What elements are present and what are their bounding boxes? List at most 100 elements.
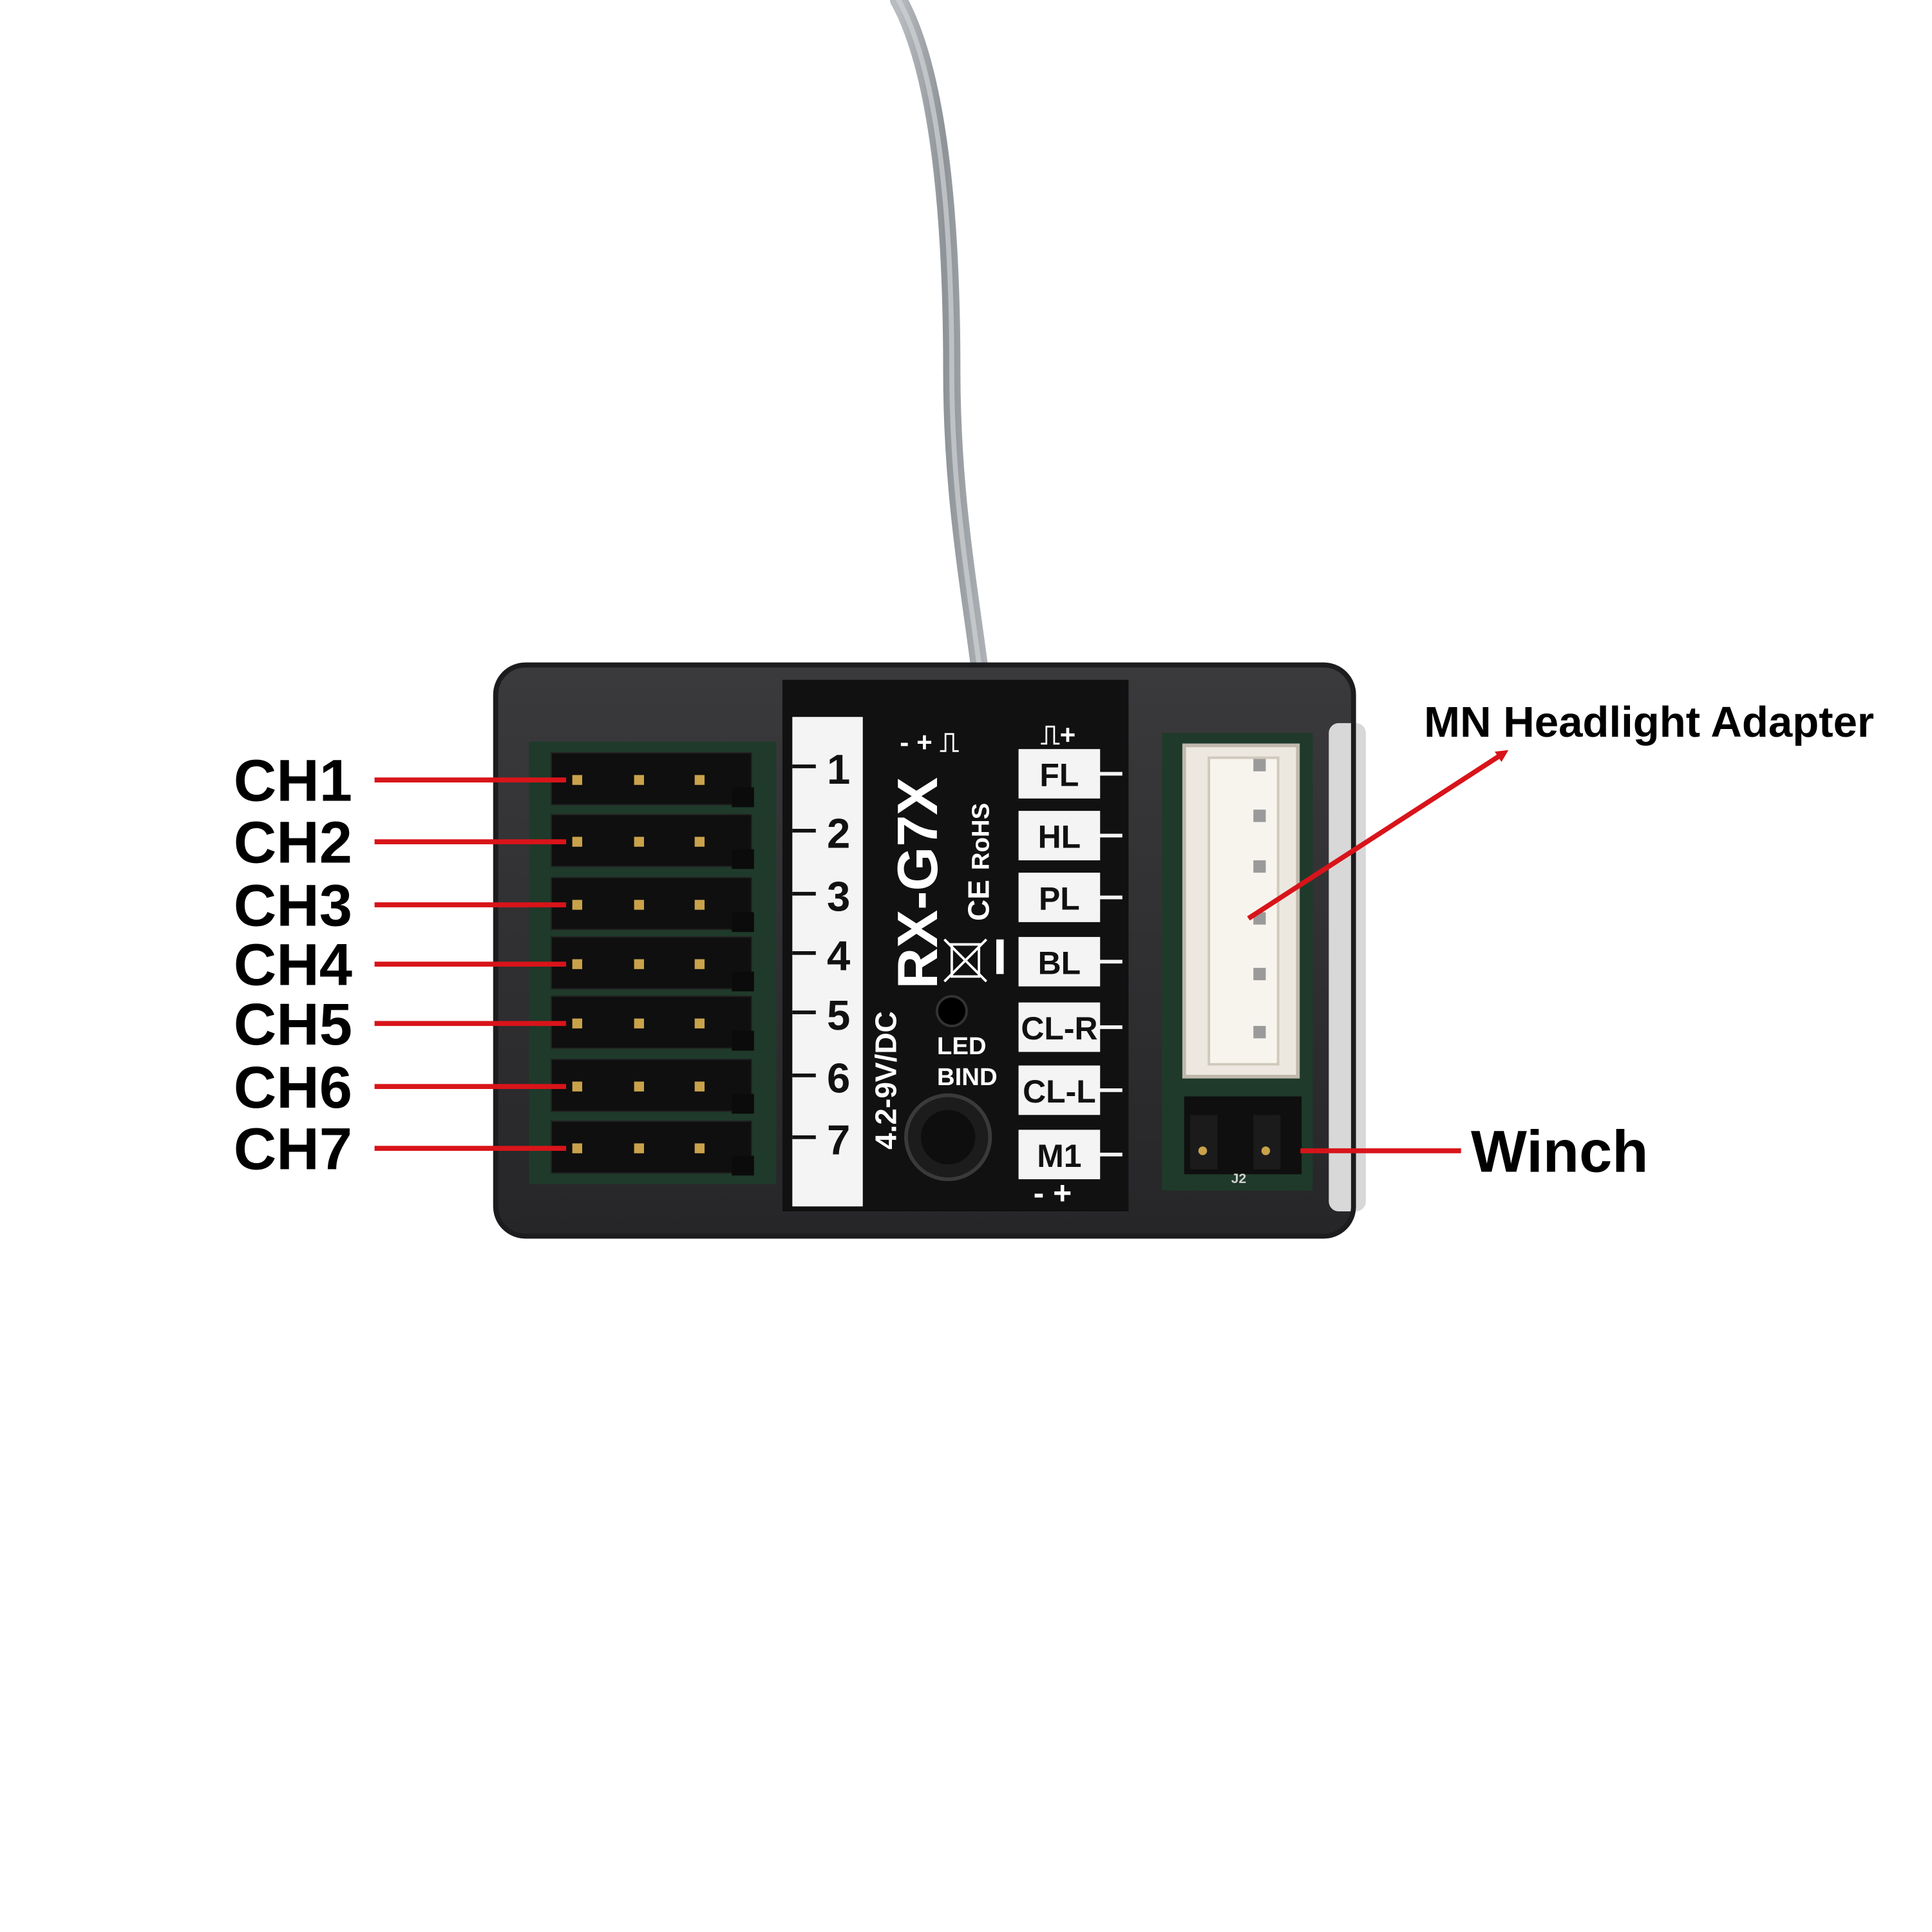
- led-label: LED: [937, 1032, 987, 1060]
- servo-pin: [572, 1143, 583, 1153]
- channel-callout-label: CH6: [234, 1054, 352, 1121]
- adapter-pin: [1253, 759, 1266, 772]
- adapter-pin: [1253, 860, 1266, 873]
- servo-pin: [572, 1018, 583, 1028]
- servo-pin: [634, 837, 645, 847]
- bind-button-inner: [920, 1110, 976, 1165]
- servo-row-key: [732, 971, 754, 992]
- servo-pin: [634, 1081, 645, 1092]
- adapter-pin: [1253, 967, 1266, 981]
- connector-ref: J2: [1231, 1171, 1246, 1186]
- servo-row-key: [732, 1030, 754, 1051]
- minus-bar-mark: [996, 939, 1004, 974]
- servo-pin: [634, 1018, 645, 1028]
- servo-pin: [572, 837, 583, 847]
- servo-row[interactable]: [551, 996, 752, 1049]
- channel-callout-label: CH7: [234, 1116, 352, 1182]
- light-port-label: CL-L: [1023, 1074, 1096, 1110]
- light-port-box: [1018, 749, 1101, 799]
- crossed-bin-icon: [943, 938, 988, 983]
- servo-pin: [694, 1081, 705, 1092]
- channel-number: 2: [827, 810, 850, 857]
- housing-outline: [493, 662, 1356, 1239]
- channel-number: 6: [827, 1055, 850, 1102]
- rohs-label: RoHS: [967, 803, 995, 870]
- voltage-label: 4.2-9V/DC: [869, 1011, 903, 1150]
- ce-mark: CE: [962, 880, 996, 921]
- servo-row[interactable]: [551, 876, 752, 931]
- winch-pin-gold-1: [1198, 1146, 1208, 1155]
- housing-side-shadow: [1329, 723, 1366, 1211]
- model-label: RX-G7X: [886, 777, 949, 989]
- headlight-adapter-callout: MN Headlight Adapter: [1424, 698, 1874, 746]
- winch-pin-left: [1190, 1115, 1218, 1170]
- servo-row[interactable]: [551, 1058, 752, 1112]
- servo-row-key: [732, 787, 754, 808]
- light-port-label: M1: [1037, 1138, 1081, 1174]
- light-port-label: PL: [1039, 881, 1080, 917]
- winch-pin-right: [1253, 1115, 1281, 1170]
- light-port-box: [1018, 1002, 1101, 1052]
- servo-pin: [634, 959, 645, 969]
- channel-number: 1: [827, 746, 850, 793]
- antenna-highlight: [896, 0, 992, 751]
- winch-pin-gold-2: [1261, 1146, 1271, 1155]
- light-port-label: FL: [1039, 757, 1079, 793]
- servo-pin: [572, 1081, 583, 1092]
- light-port-box: [1018, 873, 1101, 922]
- pin-symbols-left: - + ⎍: [900, 727, 959, 757]
- pin-symbols-right: ⎍+: [1041, 719, 1075, 750]
- servo-header-rows: [551, 752, 754, 1176]
- servo-row-key: [732, 849, 754, 869]
- servo-row[interactable]: [551, 813, 752, 867]
- servo-pin: [572, 775, 583, 785]
- servo-pin: [572, 959, 583, 969]
- light-port-label: CL-R: [1021, 1010, 1097, 1046]
- light-port-box: [1018, 811, 1101, 860]
- servo-pin: [694, 775, 705, 785]
- channel-number-strip: [792, 717, 863, 1207]
- channel-numbers: 1 2 3 4 5 6 7: [792, 746, 850, 1164]
- servo-row-key: [732, 1094, 754, 1114]
- servo-pin: [634, 775, 645, 785]
- bind-label: BIND: [937, 1063, 998, 1091]
- channel-callout-label: CH1: [234, 748, 352, 814]
- servo-pin: [572, 900, 583, 910]
- light-port-box: [1018, 936, 1101, 987]
- connector-inner: [1208, 756, 1280, 1066]
- servo-row-key: [732, 912, 754, 933]
- light-ports: FL HL PL BL CL-R CL-L M1: [1018, 749, 1122, 1180]
- channel-number: 4: [827, 933, 850, 980]
- adapter-pin: [1253, 810, 1266, 822]
- channel-number: 7: [827, 1117, 850, 1164]
- channel-callout-label: CH4: [234, 932, 352, 998]
- servo-pin: [694, 900, 705, 910]
- servo-row[interactable]: [551, 936, 752, 990]
- channel-callout-label: CH2: [234, 810, 352, 876]
- servo-pin: [634, 1143, 645, 1153]
- pin-symbols-bottom: - +: [1034, 1175, 1072, 1211]
- light-port-label: BL: [1038, 945, 1081, 981]
- servo-pin: [634, 900, 645, 910]
- channel-callout-label: CH3: [234, 873, 352, 939]
- winch-callout: Winch: [1471, 1119, 1649, 1185]
- servo-pin: [694, 1143, 705, 1153]
- servo-row-key: [732, 1155, 754, 1176]
- light-port-box: [1018, 1130, 1101, 1180]
- channel-callout-label: CH5: [234, 991, 352, 1057]
- servo-pin: [694, 959, 705, 969]
- headlight-callout-line: [1247, 750, 1509, 921]
- light-port-box: [1018, 1065, 1101, 1115]
- channel-number: 3: [827, 873, 850, 920]
- servo-pin: [694, 837, 705, 847]
- channel-number: 5: [827, 992, 850, 1039]
- servo-row[interactable]: [551, 1120, 752, 1174]
- light-port-label: HL: [1038, 819, 1081, 855]
- servo-pin: [694, 1018, 705, 1028]
- led-indicator-icon: [935, 995, 968, 1028]
- adapter-pin: [1253, 1026, 1266, 1039]
